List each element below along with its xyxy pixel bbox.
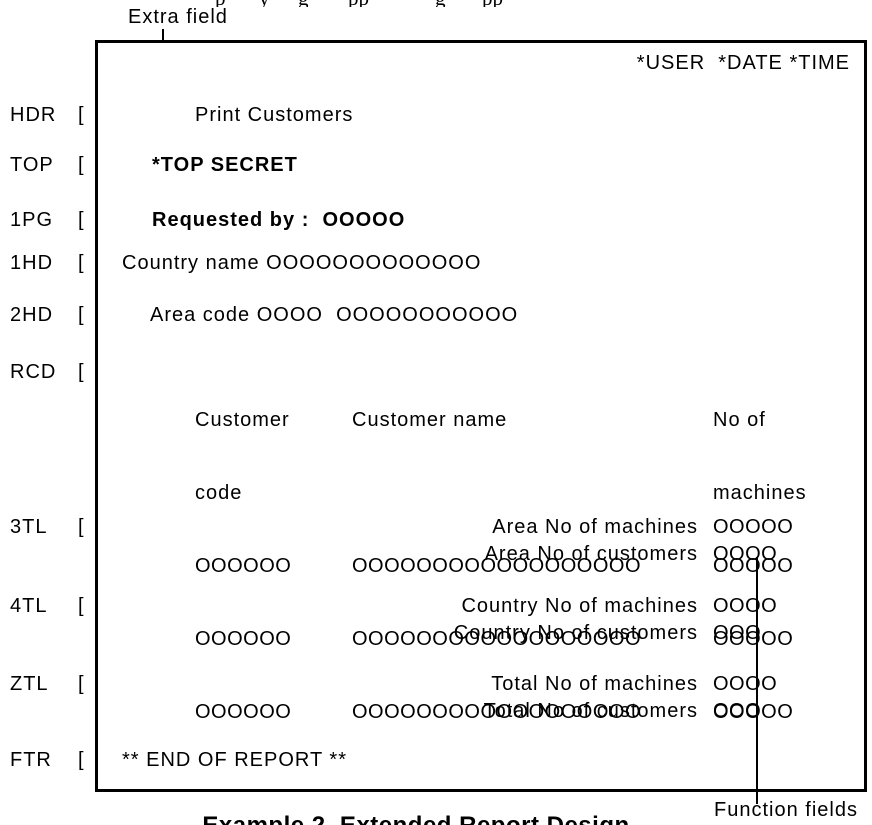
field-placeholder: OOOOOOOOOOOOOOOOOO — [352, 555, 642, 577]
field-placeholder: OOOOOOOOOOOOOOOOOO — [352, 701, 642, 723]
cropped-text-fragment: p — [215, 0, 231, 7]
line-bracket: [ — [78, 595, 85, 617]
ztl-label: Total No of machines — [491, 673, 698, 695]
field-placeholder: OOOOOO — [195, 628, 292, 650]
line-bracket: [ — [78, 252, 85, 274]
4tl-label: Country No of machines — [461, 595, 698, 617]
4tl-value: OOOO — [713, 595, 778, 617]
ztl-label: Total No of customers — [483, 700, 698, 722]
line-label-text: 3TL — [10, 516, 48, 538]
field-placeholder: OOOOOOOOOOOOOOOOOO — [352, 628, 642, 650]
line-label-text: 2HD — [10, 304, 54, 326]
line-bracket: [ — [78, 749, 85, 771]
line-bracket: [ — [78, 304, 85, 326]
3tl-value: OOOOO — [713, 516, 794, 538]
line-label-text: ZTL — [10, 673, 49, 695]
field-placeholder: OOOOO — [713, 555, 794, 577]
cropped-text-fragment: pp — [348, 0, 374, 7]
line-bracket: [ — [78, 673, 85, 695]
1hd-line-text: Country name OOOOOOOOOOOOO — [122, 252, 482, 274]
line-label-text: RCD — [10, 361, 57, 383]
line-label-top: TOP [ — [10, 154, 105, 178]
line-bracket: [ — [78, 154, 85, 176]
line-bracket: [ — [78, 361, 85, 383]
field-placeholder: OOOOOO — [195, 701, 292, 723]
extra-field-callout-label: Extra field — [128, 6, 228, 28]
line-label-3tl: 3TL [ — [10, 516, 105, 540]
ztl-value: OOO — [713, 700, 762, 722]
2hd-line-text: Area code OOOO OOOOOOOOOOO — [150, 304, 519, 326]
report-box — [95, 40, 867, 792]
system-fields-text: *USER *DATE *TIME — [636, 52, 850, 74]
line-label-text: 1HD — [10, 252, 54, 274]
rcd-column-customer-name: Customer name OOOOOOOOOOOOOOOOOO OOOOOOO… — [352, 361, 641, 772]
column-header: Customer — [195, 409, 290, 431]
column-header: Customer name — [352, 409, 508, 431]
ftr-line-text: ** END OF REPORT ** — [122, 749, 347, 771]
3tl-label: Area No of customers — [484, 543, 698, 565]
cropped-text-fragment: pp — [482, 0, 508, 7]
line-bracket: [ — [78, 516, 85, 538]
cropped-text-fragment: g — [298, 0, 314, 7]
line-label-1hd: 1HD [ — [10, 252, 105, 276]
column-header: No of — [713, 409, 766, 431]
column-header: code — [195, 482, 243, 504]
line-bracket: [ — [78, 209, 85, 231]
line-label-text: 1PG — [10, 209, 54, 231]
line-label-1pg: 1PG [ — [10, 209, 105, 233]
4tl-label: Country No of customers — [453, 622, 698, 644]
column-header — [352, 480, 641, 507]
rcd-column-no-of-machines: No of machines OOOOO OOOOO OOOOO — [713, 361, 807, 772]
4tl-value: OOO — [713, 622, 762, 644]
3tl-label: Area No of machines — [492, 516, 698, 538]
top-line-text: *TOP SECRET — [152, 154, 298, 176]
line-bracket: [ — [78, 104, 85, 126]
ztl-value: OOOO — [713, 673, 778, 695]
field-placeholder: OOOOOO — [195, 555, 292, 577]
hdr-line-text: Print Customers — [195, 104, 354, 126]
line-label-text: TOP — [10, 154, 54, 176]
line-label-ftr: FTR [ — [10, 749, 105, 773]
line-label-2hd: 2HD [ — [10, 304, 105, 328]
field-placeholder: OOOOO — [713, 701, 794, 723]
function-fields-callout-label: Function fields — [714, 799, 858, 821]
line-label-4tl: 4TL [ — [10, 595, 105, 619]
line-label-rcd: RCD [ — [10, 361, 105, 385]
cropped-text-fragment: g — [435, 0, 451, 7]
line-label-hdr: HDR [ — [10, 104, 105, 128]
rcd-column-customer-code: Customer code OOOOOO OOOOOO OOOOOO — [195, 361, 291, 772]
line-label-text: 4TL — [10, 595, 48, 617]
field-placeholder: OOOOO — [713, 628, 794, 650]
cropped-text-fragment: y — [259, 0, 275, 7]
1pg-line-text: Requested by : OOOOO — [152, 209, 406, 231]
function-fields-callout-line — [756, 557, 758, 804]
line-label-text: HDR — [10, 104, 57, 126]
figure-caption: Example 2. Extended Report Design — [202, 812, 629, 825]
column-header: machines — [713, 482, 807, 504]
3tl-value: OOOO — [713, 543, 778, 565]
line-label-ztl: ZTL [ — [10, 673, 105, 697]
line-label-text: FTR — [10, 749, 52, 771]
